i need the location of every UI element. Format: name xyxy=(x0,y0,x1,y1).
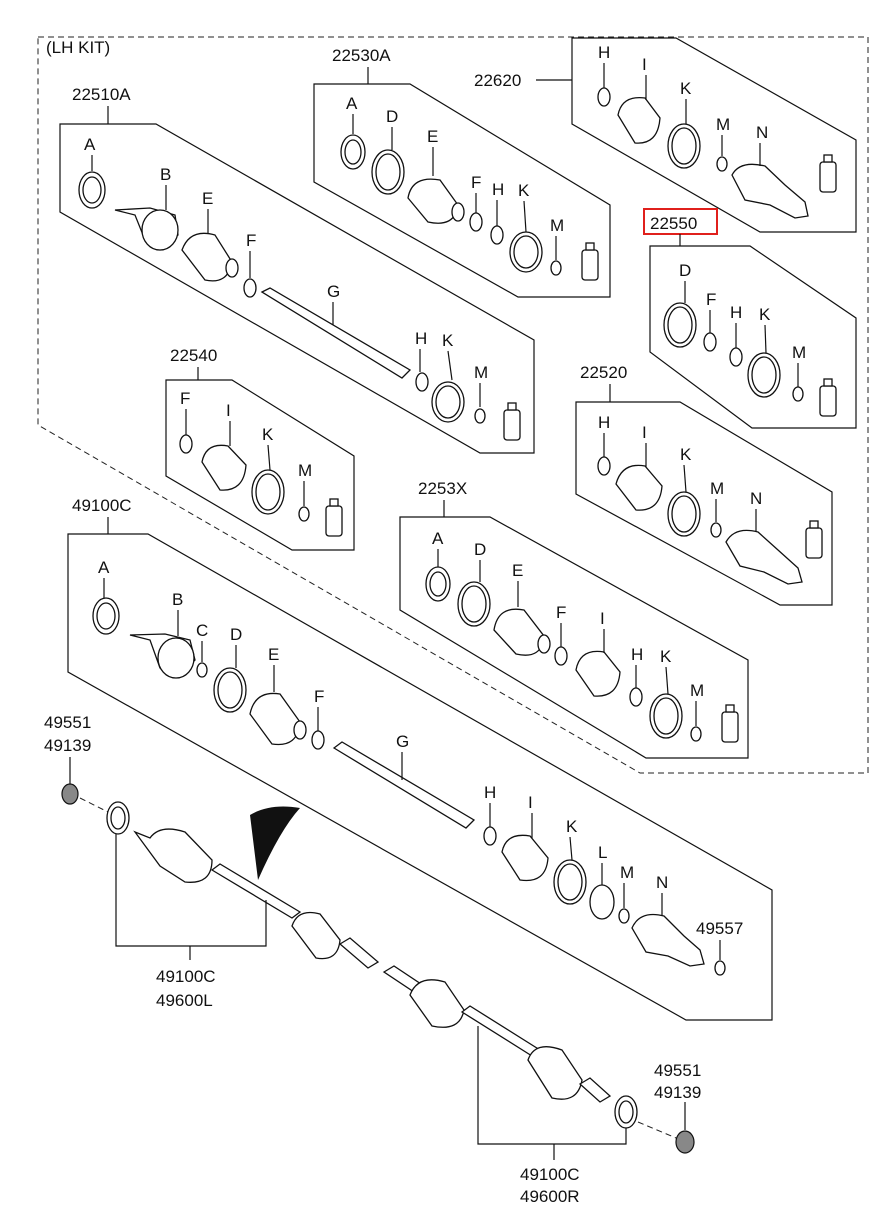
ring-49557: 49557 xyxy=(696,919,743,976)
letter-I: I xyxy=(600,609,605,628)
letter-M: M xyxy=(792,343,806,362)
part-number-49139-left[interactable]: 49139 xyxy=(44,736,91,755)
part-number-22510A[interactable]: 22510A xyxy=(72,85,131,104)
letter-M: M xyxy=(690,681,704,700)
part-number-49600R[interactable]: 49600R xyxy=(520,1187,580,1206)
letter-L: L xyxy=(598,843,607,862)
letter-H: H xyxy=(631,645,643,664)
group-22510A: 22510A A B E F G H K M xyxy=(59,85,535,454)
group-22530A: 22530A A D E F H K M xyxy=(313,46,611,298)
letter-N: N xyxy=(656,873,668,892)
letter-I: I xyxy=(528,793,533,812)
lh-kit-boundary xyxy=(37,36,869,774)
letter-C: C xyxy=(196,621,208,640)
letter-F: F xyxy=(180,389,190,408)
nut-left: 49551 49139 xyxy=(44,713,109,813)
letter-K: K xyxy=(660,647,672,666)
letter-K: K xyxy=(759,305,771,324)
letter-F: F xyxy=(314,687,324,706)
part-number-49100C-left-assy[interactable]: 49100C xyxy=(156,967,216,986)
part-number-22520[interactable]: 22520 xyxy=(580,363,627,382)
group-22540: 22540 F I K M xyxy=(165,346,355,551)
group-22550: 22550 D F H K M xyxy=(643,208,857,429)
letter-H: H xyxy=(730,303,742,322)
letter-A: A xyxy=(84,135,96,154)
letter-E: E xyxy=(268,645,279,664)
letter-H: H xyxy=(484,783,496,802)
group-2253X: 2253X A D E F I H K M xyxy=(399,479,749,759)
letter-A: A xyxy=(432,529,444,548)
letter-I: I xyxy=(642,55,647,74)
letter-H: H xyxy=(598,43,610,62)
letter-I: I xyxy=(226,401,231,420)
assembled-drive-shaft: 49100C 49600L 49100C 49600R xyxy=(106,801,638,1206)
letter-N: N xyxy=(750,489,762,508)
letter-K: K xyxy=(680,445,692,464)
letter-M: M xyxy=(710,479,724,498)
letter-B: B xyxy=(172,590,183,609)
part-number-22530A[interactable]: 22530A xyxy=(332,46,391,65)
letter-K: K xyxy=(680,79,692,98)
letter-H: H xyxy=(492,180,504,199)
letter-A: A xyxy=(98,558,110,577)
nut-right: 49551 49139 xyxy=(637,1061,701,1154)
letter-F: F xyxy=(471,173,481,192)
letter-M: M xyxy=(298,461,312,480)
letter-A: A xyxy=(346,94,358,113)
part-number-49600L[interactable]: 49600L xyxy=(156,991,213,1010)
group-49100C: 49100C A B C D E F G H I K L xyxy=(67,496,773,1021)
letter-E: E xyxy=(512,561,523,580)
lh-kit-label: (LH KIT) xyxy=(46,38,110,57)
letter-F: F xyxy=(706,290,716,309)
group-22620: 22620 H I K M N xyxy=(474,37,857,233)
letter-M: M xyxy=(620,863,634,882)
part-number-49551-left[interactable]: 49551 xyxy=(44,713,91,732)
letter-H: H xyxy=(415,329,427,348)
letter-F: F xyxy=(556,603,566,622)
letter-N: N xyxy=(756,123,768,142)
letter-G: G xyxy=(327,282,340,301)
part-number-2253X[interactable]: 2253X xyxy=(418,479,467,498)
letter-M: M xyxy=(550,216,564,235)
letter-D: D xyxy=(474,540,486,559)
part-number-49557[interactable]: 49557 xyxy=(696,919,743,938)
letter-F: F xyxy=(246,231,256,250)
letter-M: M xyxy=(716,115,730,134)
letter-K: K xyxy=(442,331,454,350)
part-number-49139-right[interactable]: 49139 xyxy=(654,1083,701,1102)
letter-E: E xyxy=(427,127,438,146)
letter-D: D xyxy=(386,107,398,126)
letter-D: D xyxy=(230,625,242,644)
letter-K: K xyxy=(566,817,578,836)
letter-G: G xyxy=(396,732,409,751)
letter-D: D xyxy=(679,261,691,280)
part-number-49100C-right-assy[interactable]: 49100C xyxy=(520,1165,580,1184)
group-22520: 22520 H I K M N xyxy=(575,363,833,606)
letter-K: K xyxy=(518,181,530,200)
part-number-49551-right[interactable]: 49551 xyxy=(654,1061,701,1080)
part-number-22620[interactable]: 22620 xyxy=(474,71,521,90)
part-number-22540[interactable]: 22540 xyxy=(170,346,217,365)
letter-H: H xyxy=(598,413,610,432)
part-number-22550[interactable]: 22550 xyxy=(650,214,697,233)
letter-M: M xyxy=(474,363,488,382)
letter-K: K xyxy=(262,425,274,444)
letter-B: B xyxy=(160,165,171,184)
part-number-49100C[interactable]: 49100C xyxy=(72,496,132,515)
letter-I: I xyxy=(642,423,647,442)
letter-E: E xyxy=(202,189,213,208)
